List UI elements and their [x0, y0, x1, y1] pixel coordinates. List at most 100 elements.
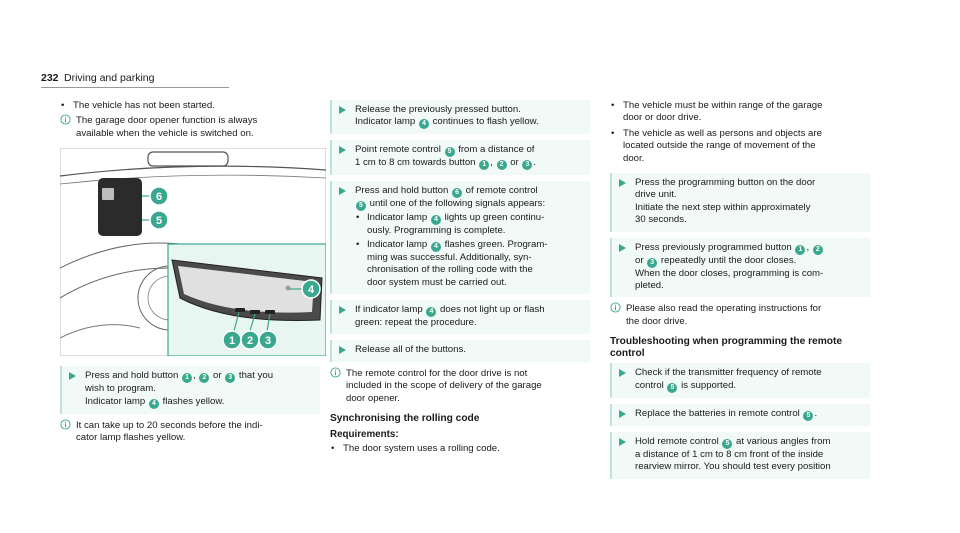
bullet-item: The door system uses a rolling code. [330, 443, 590, 456]
step-press-hold-6: Press and hold button 6 of remote contro… [330, 181, 590, 295]
step-line: Indicator lamp 4 continues to flash yell… [355, 116, 539, 130]
triangle-arrow-icon [339, 146, 346, 155]
note-line: cator lamp flashes yellow. [76, 432, 186, 444]
step-line: Indicator lamp 4 flashes yellow. [85, 395, 225, 409]
step-line: pleted. [635, 280, 664, 292]
step-line: 1 cm to 8 cm towards button 1, 2 or 3. [355, 157, 537, 171]
note-line: available when the vehicle is switched o… [76, 127, 254, 139]
sub-bullet: Indicator lamp 4 flashes green. Program-… [355, 239, 586, 289]
step-line: Replace the batteries in remote control … [635, 407, 818, 421]
step-line: Press previously programmed button 1, 2 [635, 242, 866, 255]
step-line: Check if the transmitter frequency of re… [635, 367, 822, 379]
section-heading: Troubleshooting when programming the rem… [610, 336, 843, 360]
triangle-arrow-icon [339, 187, 346, 196]
step-line: 5 until one of the following signals app… [355, 198, 586, 212]
page-title: Driving and parking [64, 72, 155, 84]
note-line: The remote control for the door drive is… [346, 367, 528, 379]
indicator-badge: 4 [430, 241, 441, 252]
triangle-arrow-icon [339, 106, 346, 114]
figure-garage-door-opener: 6 5 4 1 2 3 [60, 148, 326, 357]
figure-illustration: 6 5 4 1 2 3 [60, 148, 326, 357]
button-badge: 1 [182, 373, 193, 384]
step-line: Press and hold button 6 of remote contro… [355, 185, 538, 199]
button-badge: 3 [225, 373, 236, 384]
note: Please also read the operating instructi… [610, 302, 870, 328]
step-line: 30 seconds. [635, 214, 687, 226]
bullet-item: The vehicle as well as persons and objec… [610, 128, 870, 165]
indicator-badge: 4 [418, 119, 429, 130]
step-line: wish to program. [85, 383, 156, 395]
triangle-arrow-icon [619, 409, 626, 418]
note-line: included in the scope of delivery of the… [346, 380, 542, 392]
bullet-item: The vehicle must be within range of the … [610, 100, 870, 125]
note-line: Please also read the operating instructi… [626, 303, 822, 315]
step-line: a distance of 1 cm to 8 cm front of the … [635, 448, 824, 460]
note: It can take up to 20 seconds before the … [60, 419, 320, 445]
indicator-badge: 4 [148, 398, 159, 409]
step-line: Point remote control 5 from a distance o… [355, 144, 535, 158]
step-line: Press and hold button 1, 2 or 3 that you [85, 370, 274, 384]
button-badge: 2 [199, 373, 210, 384]
step-check-frequency: Check if the transmitter frequency of re… [610, 363, 870, 398]
sub-bullet: Indicator lamp 4 lights up green continu… [355, 212, 586, 237]
step-line: rearview mirror. You should test every p… [635, 461, 831, 473]
callout-1: 1 [229, 335, 235, 347]
callout-6: 6 [156, 191, 162, 203]
note-line: the door drive. [626, 315, 688, 327]
step-replace-batteries: Replace the batteries in remote control … [610, 403, 870, 426]
triangle-arrow-icon [339, 306, 346, 315]
note: The remote control for the door drive is… [330, 367, 590, 405]
step-line: or 3 repeatedly until the door closes. [635, 254, 797, 268]
section-heading: Synchronising the rolling code [330, 413, 480, 425]
callout-5: 5 [156, 215, 162, 227]
step-release-all: Release all of the buttons. [330, 340, 590, 362]
requirements-heading: Requirements: [330, 429, 399, 441]
note-line: It can take up to 20 seconds before the … [76, 419, 263, 431]
triangle-arrow-icon [619, 369, 626, 378]
button-badge: 6 [452, 188, 463, 199]
info-icon [610, 302, 621, 314]
callout-4: 4 [308, 284, 315, 296]
indicator-badge: 4 [430, 215, 441, 226]
step-hold-angles: Hold remote control 5 at various angles … [610, 431, 870, 479]
column-2: Release the previously pressed button. I… [330, 100, 590, 459]
step-line: Hold remote control 5 at various angles … [635, 435, 831, 449]
triangle-arrow-icon [339, 346, 346, 355]
triangle-arrow-icon [619, 179, 626, 188]
remote-badge: 5 [667, 382, 678, 393]
bullet-item: The vehicle has not been started. [60, 100, 320, 113]
indicator-badge: 4 [426, 307, 437, 318]
step-if-not-lit: If indicator lamp 4 does not light up or… [330, 300, 590, 335]
callout-2: 2 [247, 335, 253, 347]
step-line: Release all of the buttons. [355, 344, 466, 356]
button-badge: 3 [647, 257, 658, 268]
step-line: drive unit. [635, 189, 677, 201]
triangle-arrow-icon [619, 437, 626, 446]
triangle-arrow-icon [619, 243, 626, 252]
header-rule [41, 87, 229, 88]
column-3: The vehicle must be within range of the … [610, 100, 870, 485]
triangle-arrow-icon [69, 372, 76, 381]
column-1: The vehicle has not been started. The ga… [60, 100, 326, 450]
callout-3: 3 [265, 335, 271, 347]
step-line: green: repeat the procedure. [355, 317, 477, 329]
step-line: Press the programming button on the door [635, 177, 816, 189]
step-programming-button: Press the programming button on the door… [610, 173, 870, 232]
info-icon [330, 367, 341, 378]
remote-badge: 5 [444, 147, 455, 158]
button-badge: 1 [795, 244, 806, 255]
note-line: The garage door opener function is alway… [76, 115, 258, 127]
button-badge: 1 [479, 160, 490, 171]
step-press-hold: Press and hold button 1, 2 or 3 that you… [60, 366, 320, 414]
step-point-remote: Point remote control 5 from a distance o… [330, 140, 590, 176]
remote-badge: 5 [722, 438, 733, 449]
step-line: Initiate the next step within approximat… [635, 201, 811, 213]
page-number: 232 [41, 72, 59, 84]
note: The garage door opener function is alway… [60, 114, 320, 140]
button-badge: 3 [522, 160, 533, 171]
remote-badge: 5 [356, 201, 366, 212]
step-line: control 5 is supported. [635, 379, 737, 393]
step-line: If indicator lamp 4 does not light up or… [355, 304, 545, 318]
note-line: door opener. [346, 392, 400, 404]
step-release: Release the previously pressed button. I… [330, 100, 590, 135]
